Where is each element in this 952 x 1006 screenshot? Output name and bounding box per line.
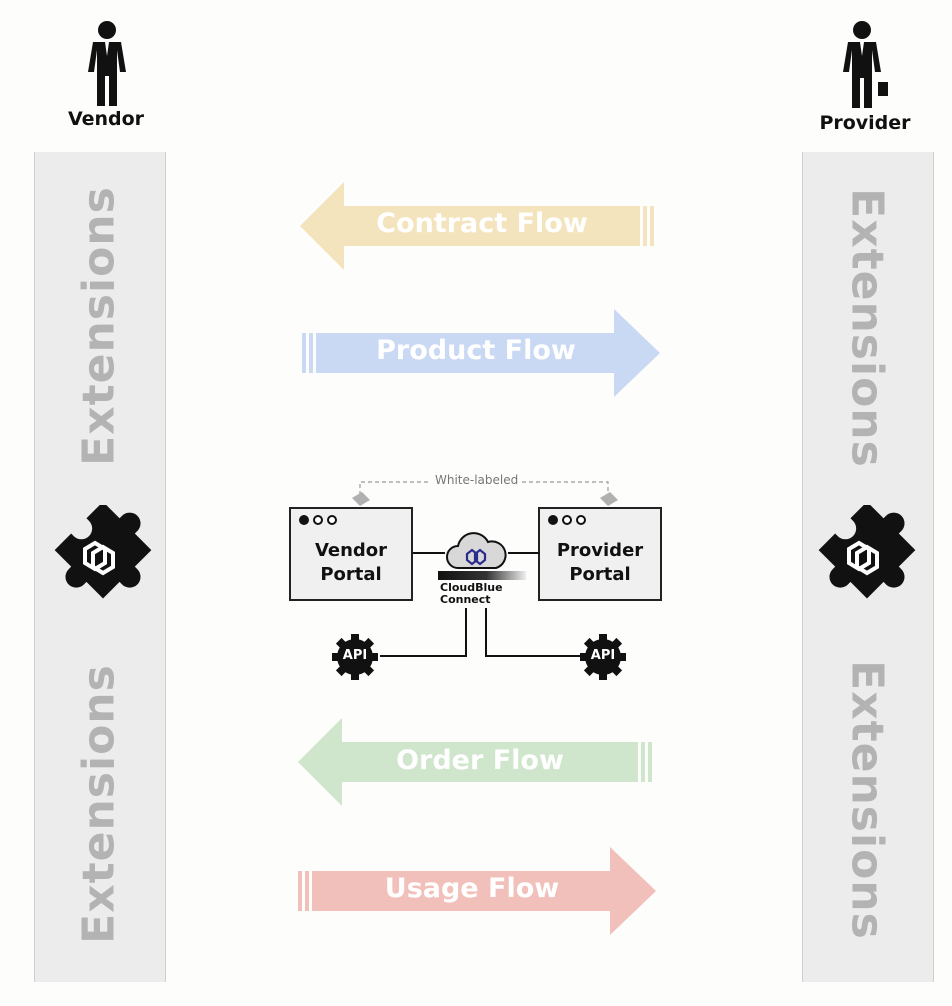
cloudblue-line1: CloudBlue: [440, 581, 503, 594]
extensions-label: Extensions: [841, 660, 893, 940]
api-gear-right: API: [578, 632, 628, 682]
cloud-icon: [446, 532, 507, 569]
connector-lines: [380, 552, 580, 657]
provider-label: Provider: [819, 112, 911, 134]
api-gear-left: API: [330, 632, 380, 682]
vendor-portal-line1: Vendor: [314, 540, 388, 561]
gear-icon: [580, 634, 626, 680]
order-flow-label: Order Flow: [396, 745, 564, 776]
usage-flow-arrow: [298, 847, 656, 935]
vendor-portal-line2: Portal: [320, 564, 382, 585]
window-controls-icon: [548, 515, 586, 525]
order-flow-arrow: [298, 718, 652, 806]
provider-actor: Provider: [800, 20, 930, 135]
provider-portal-line2: Portal: [569, 564, 631, 585]
puzzle-piece-icon: [54, 505, 152, 599]
api-label: API: [342, 648, 368, 663]
person-icon: [88, 21, 126, 106]
gear-icon: [332, 634, 378, 680]
product-flow-arrow: [302, 309, 660, 397]
product-flow-label: Product Flow: [376, 335, 576, 366]
contract-flow-arrow: [300, 182, 654, 270]
white-labeled-label: White-labeled: [431, 473, 523, 487]
vendor-portal: Vendor Portal: [289, 507, 413, 601]
extensions-label: Extensions: [841, 188, 893, 468]
vendor-label: Vendor: [67, 108, 145, 130]
cloudblue-connect-label: CloudBlue Connect: [440, 582, 503, 606]
person-with-briefcase-icon: [843, 21, 888, 108]
usage-flow-label: Usage Flow: [384, 873, 560, 904]
contract-flow-label: Contract Flow: [376, 208, 588, 239]
provider-portal: Provider Portal: [538, 507, 662, 601]
puzzle-piece-icon: [818, 505, 916, 599]
extensions-label: Extensions: [73, 664, 125, 944]
window-controls-icon: [299, 515, 337, 525]
extensions-label: Extensions: [73, 186, 125, 466]
cloudblue-line2: Connect: [440, 593, 491, 606]
provider-portal-line1: Provider: [556, 540, 644, 561]
vendor-actor: Vendor: [41, 20, 171, 135]
api-label: API: [590, 648, 616, 663]
cloudblue-bar: [438, 571, 526, 580]
